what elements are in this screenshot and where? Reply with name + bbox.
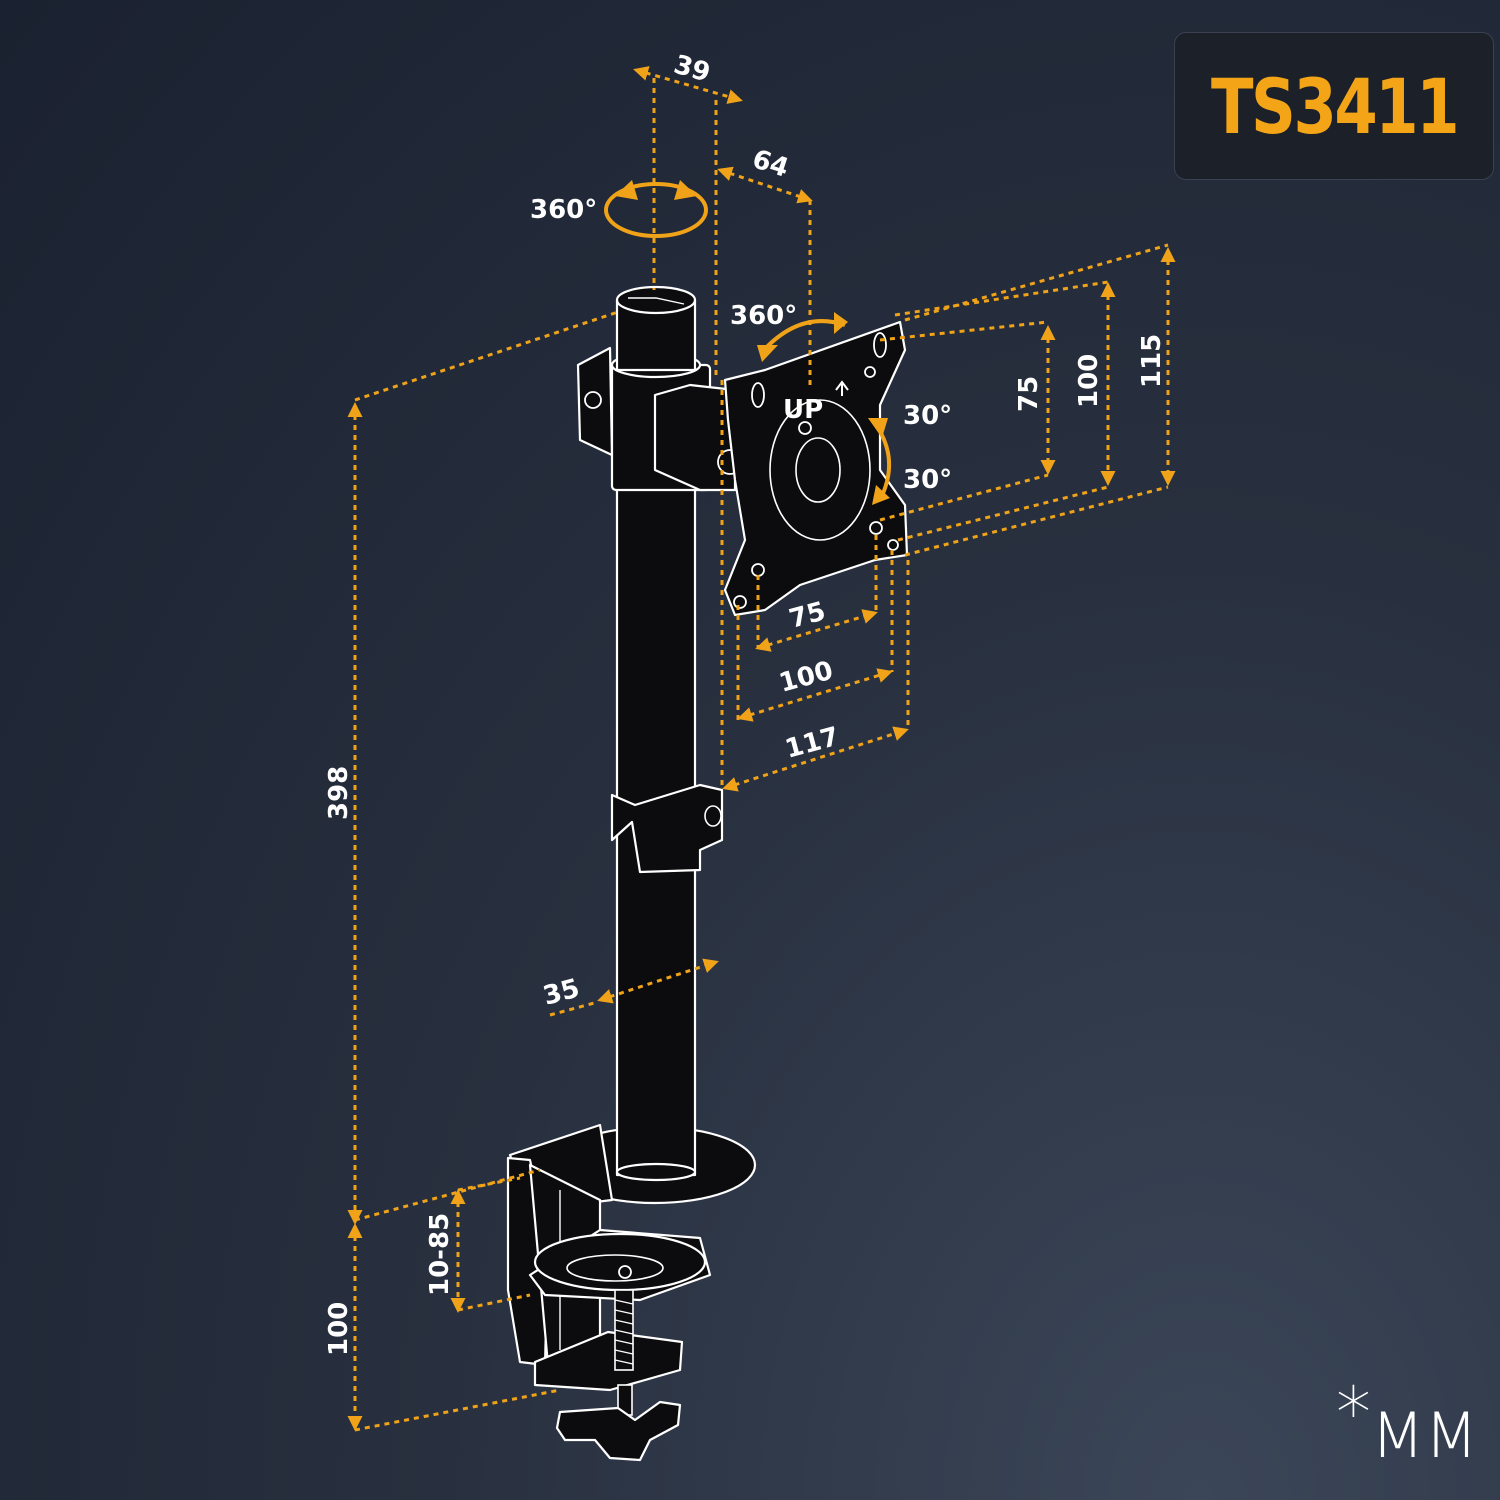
dim-vesa-h-100-label: 100 [1074, 354, 1104, 408]
vesa-plate [723, 320, 909, 617]
tilt-down-label: 30° [903, 465, 952, 495]
pole-rotation [604, 180, 708, 238]
unit-label: MM [1371, 1399, 1478, 1472]
dim-pole-height [347, 310, 619, 1225]
dim-vesa-heights [879, 243, 1176, 557]
clamp-lower-plate [533, 1330, 684, 1392]
model-badge: TS3411 [1174, 32, 1494, 180]
plate-up-label: UP [783, 395, 823, 425]
dim-clamp-100-label: 100 [324, 1302, 354, 1356]
unit-note: *MM [1336, 1372, 1478, 1472]
dim-398-label: 398 [324, 766, 354, 820]
dim-64-label: 64 [749, 144, 793, 184]
dim-plate-width-label: 117 [782, 722, 842, 765]
dim-vesa-w-75-label: 75 [786, 596, 829, 634]
dim-clamp-height [347, 1223, 561, 1432]
model-number: TS3411 [1210, 61, 1460, 151]
tilt-up-label: 30° [903, 401, 952, 431]
dim-top-offset [633, 66, 743, 380]
clamp-screw [614, 1289, 634, 1416]
pole-top-cap [615, 285, 697, 372]
dim-clamp-range [450, 1176, 531, 1313]
dim-plate-height-label: 115 [1137, 334, 1167, 388]
pole-rotation-label: 360° [530, 195, 597, 225]
dim-10-85-label: 10-85 [425, 1213, 455, 1296]
dim-vesa-widths [720, 380, 910, 792]
cable-clip [610, 783, 724, 874]
plate-rotation [757, 312, 848, 362]
tilt-indicator [868, 418, 891, 505]
dim-arm-offset [717, 166, 813, 385]
dim-35-label: 35 [540, 973, 583, 1011]
plate-rotation-label: 360° [730, 301, 797, 331]
dim-pole-diameter [549, 958, 719, 1017]
dim-vesa-h-75-label: 75 [1014, 376, 1044, 412]
clamp-knob [555, 1400, 682, 1462]
unit-asterisk: * [1336, 1372, 1371, 1454]
